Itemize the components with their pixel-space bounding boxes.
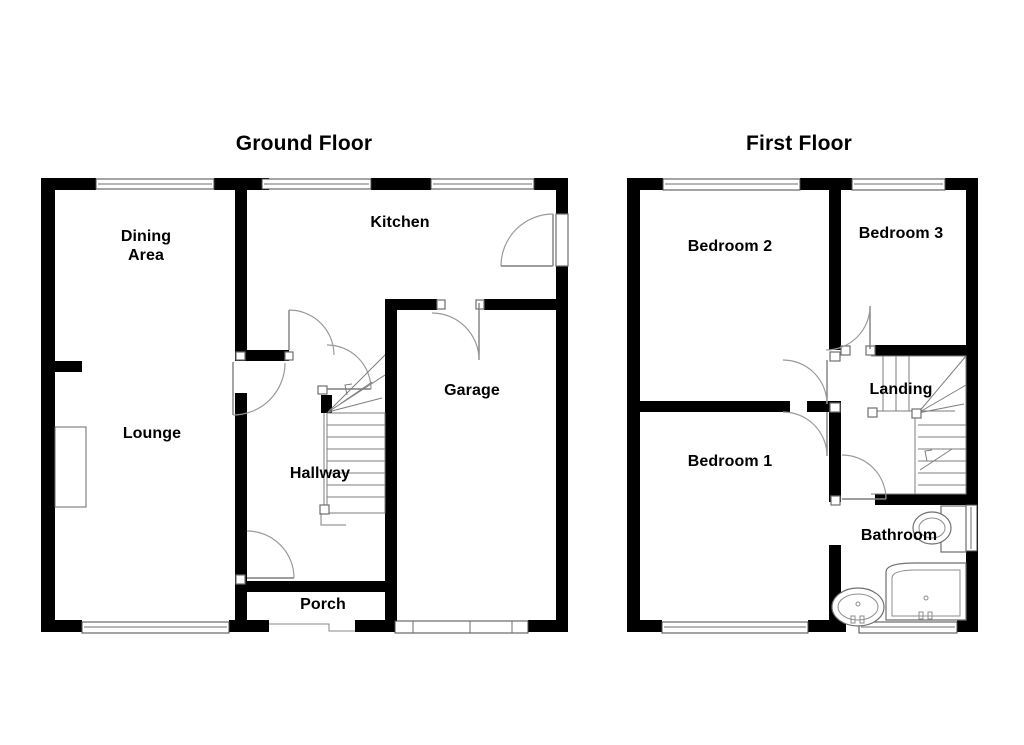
room-label-bedroom-2: Bedroom 2 [687, 238, 773, 255]
ground-floor-staircase [319, 354, 386, 526]
lounge-chimney-recess [54, 426, 87, 508]
room-label-porch: Porch [300, 596, 346, 613]
first-floor-group [627, 178, 978, 634]
first-floor-staircase [867, 355, 967, 495]
ground-floor-windows [81, 178, 535, 634]
floor-title-first: First Floor [745, 132, 853, 155]
bathroom-fixtures [831, 505, 967, 627]
first-floor-walls [627, 178, 978, 632]
room-label-bedroom-1: Bedroom 1 [687, 453, 773, 470]
first-floor-windows [661, 178, 978, 634]
room-label-dining-area: Dining Area [86, 227, 206, 265]
room-label-bathroom: Bathroom [860, 527, 938, 544]
ground-floor-doors [232, 213, 569, 585]
room-label-landing: Landing [869, 381, 933, 398]
ground-floor-walls [41, 178, 568, 632]
room-label-hallway: Hallway [289, 465, 351, 482]
room-label-lounge: Lounge [122, 425, 182, 442]
room-label-line: Dining [120, 228, 172, 245]
room-label-bedroom-3: Bedroom 3 [858, 225, 944, 242]
room-label-garage: Garage [444, 382, 500, 399]
ground-floor-group [41, 178, 569, 634]
floor-title-ground: Ground Floor [235, 132, 373, 155]
room-label-line: Area [128, 247, 164, 264]
room-label-kitchen: Kitchen [370, 214, 430, 231]
first-floor-doors [782, 305, 887, 506]
